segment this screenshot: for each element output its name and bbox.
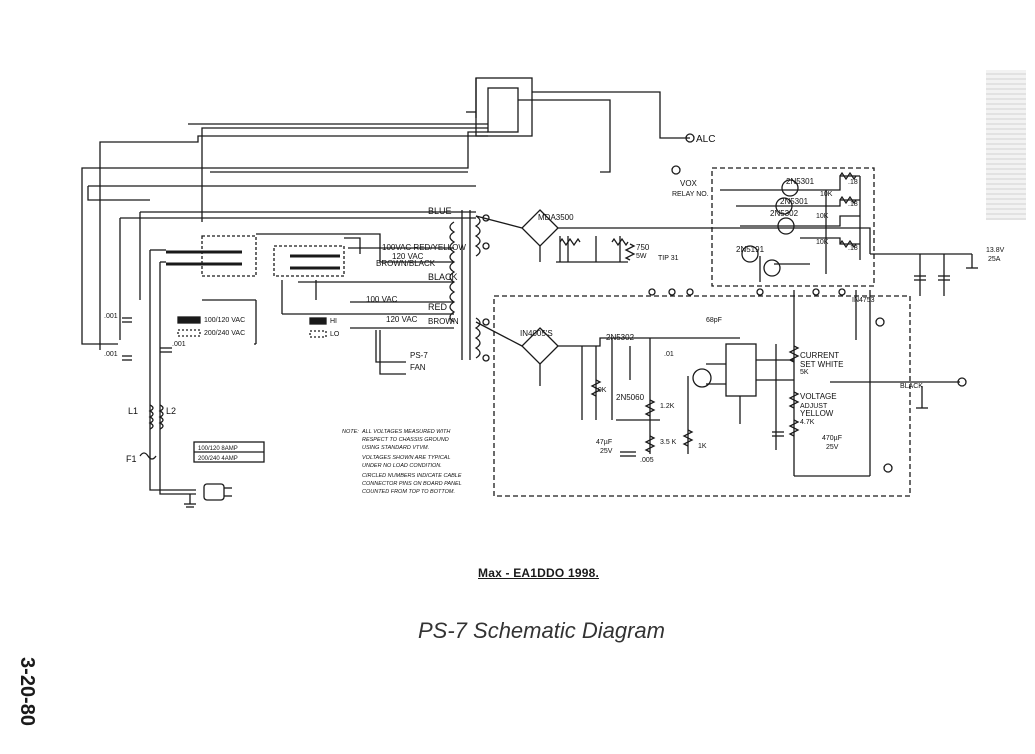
fan-label-2: FAN <box>410 363 426 372</box>
volt-b-label: 200/240 VAC <box>204 330 245 337</box>
red-yellow-label: 100VAC RED/YELLOW <box>382 243 466 252</box>
voltage-switch <box>201 235 257 277</box>
c01-label: .01 <box>664 351 674 358</box>
alc-label: ALC <box>696 134 715 145</box>
note-line-7: CONNECTOR PINS ON BOARD PANEL <box>362 481 462 487</box>
voltage-switch-2 <box>273 245 345 277</box>
note-line-8: COUNTED FROM TOP TO BOTTOM. <box>362 489 455 495</box>
l1-label: L1 <box>128 406 138 416</box>
q4-label: 2N5191 <box>736 245 765 254</box>
pass-transistor-box <box>711 167 875 287</box>
r35k: 3.5 K <box>660 439 677 446</box>
q1-label: 2N5301 <box>786 177 815 186</box>
vac120-label: 120 VAC <box>386 315 418 324</box>
set-white-label: SET WHITE <box>800 360 843 369</box>
c001-c: .001 <box>172 341 186 348</box>
r1k: 1K <box>698 443 707 450</box>
c68pf: 68pF <box>706 317 722 324</box>
note-line-1: ALL VOLTAGES MEASURED WITH <box>361 429 450 435</box>
note-line-3: USING STANDARD VTVM. <box>362 445 429 451</box>
r750w-label: 5W <box>636 253 647 260</box>
r018-c: .18 <box>848 245 858 252</box>
voltage-label: VOLTAGE <box>800 392 837 401</box>
c005-label: .005 <box>640 457 654 464</box>
c001-b: .001 <box>104 351 118 358</box>
mda3500-label: MDA3500 <box>538 213 574 222</box>
note-line-6: CIRCLED NUMBERS INDICATE CABLE <box>362 473 462 479</box>
note-line-2: RESPECT TO CHASSIS GROUND <box>362 437 449 443</box>
notes-block: NOTE: ALL VOLTAGES MEASURED WITH RESPECT… <box>342 429 462 495</box>
fan-label-1: PS-7 <box>410 351 428 360</box>
c470-label: 470µF <box>822 435 842 442</box>
note-line-5: UNDER NO LOAD CONDITION. <box>362 463 442 469</box>
l2-label: L2 <box>166 406 176 416</box>
connector-block <box>475 77 533 137</box>
r10k-c: 10K <box>816 239 829 246</box>
q5-label: 2N5302 <box>606 333 635 342</box>
r10k-b: 10K <box>816 213 829 220</box>
volt-a-label: 100/120 VAC <box>204 317 245 324</box>
schematic-labels: ALC VOX RELAY NO. BLUE 100VAC RED/YELLOW… <box>104 134 1005 464</box>
brown-black-label: BROWN/BLACK <box>376 259 436 268</box>
brown-black-120-label: 120 VAC <box>392 252 424 261</box>
control-board-box <box>493 295 911 497</box>
brown-label: BROWN <box>428 317 459 326</box>
lo-label: LO <box>330 331 340 338</box>
in4005-label: IN4005'S <box>520 329 553 338</box>
regulator-ic <box>725 343 757 397</box>
c47-label: 47µF <box>596 439 612 446</box>
q2-label: 2N5301 <box>780 197 809 206</box>
note-line-4: VOLTAGES SHOWN ARE TYPICAL <box>362 455 451 461</box>
r12k: 1.2K <box>660 403 675 410</box>
black-label: BLACK <box>428 272 458 282</box>
r10k-a: 10K <box>820 191 833 198</box>
black-out-label: BLACK <box>900 383 923 390</box>
page-title: PS-7 Schematic Diagram <box>418 618 665 643</box>
c001-a: .001 <box>104 313 118 320</box>
page-number-text: 3-20-80 <box>15 657 38 726</box>
author-credit: Max - EA1DDO 1998. <box>478 566 599 580</box>
r47k: 4.7K <box>800 419 815 426</box>
f1-label: F1 <box>126 454 137 464</box>
r018-a: .18 <box>848 179 858 186</box>
note-title: NOTE: <box>342 429 359 435</box>
r750-label: 750 <box>636 243 650 252</box>
connector-pins <box>487 87 519 133</box>
tip-label: TIP 31 <box>658 255 679 262</box>
out-25a-label: 25A <box>988 256 1001 263</box>
q3-label: 2N5302 <box>770 209 799 218</box>
adjust-label: ADJUST <box>800 403 828 410</box>
r018-b: .18 <box>848 201 858 208</box>
hi-label: HI <box>330 318 337 325</box>
current-label: CURRENT <box>800 351 839 360</box>
page-number: 3-20-80 <box>14 650 66 740</box>
in4753-label: IN4753 <box>852 297 875 304</box>
out-138-label: 13.8V <box>986 247 1005 254</box>
c470v-label: 25V <box>826 444 839 451</box>
red-label: RED <box>428 302 448 312</box>
scan-edge-artifact <box>986 70 1026 220</box>
fuse-a-label: 100/120 8AMP <box>198 446 238 452</box>
r5k: 5K <box>800 369 809 376</box>
fuse-b-label: 200/240 4AMP <box>198 456 238 462</box>
blue-label: BLUE <box>428 206 452 216</box>
r10k-d: 10K <box>594 387 607 394</box>
yellow-label: YELLOW <box>800 409 834 418</box>
vox-label: VOX <box>680 179 698 188</box>
vac100-label: 100 VAC <box>366 295 398 304</box>
scr-label: 2N5060 <box>616 393 645 402</box>
c47v-label: 25V <box>600 448 613 455</box>
relay-label: RELAY NO. <box>672 191 709 198</box>
